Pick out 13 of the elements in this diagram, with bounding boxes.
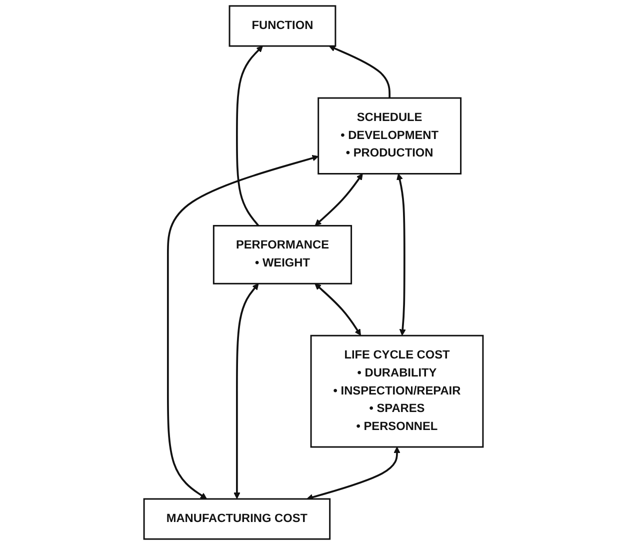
arrow	[166, 154, 319, 500]
node-box: MANUFACTURING COST	[143, 498, 331, 540]
node-box: SCHEDULE • DEVELOPMENT • PRODUCTION	[318, 97, 462, 174]
node-box: FUNCTION	[228, 5, 336, 47]
arrow	[234, 283, 259, 499]
node-box: LIFE CYCLE COST • DURABILITY • INSPECTION/REPAIR • SPARES • PERSONNEL	[310, 334, 484, 448]
arrow	[396, 173, 406, 336]
arrow	[314, 283, 362, 336]
arrow	[236, 46, 263, 226]
node-box: PERFORMANCE • WEIGHT	[212, 224, 352, 284]
arrow	[306, 446, 400, 500]
arrow	[328, 45, 390, 98]
arrow	[314, 173, 363, 226]
